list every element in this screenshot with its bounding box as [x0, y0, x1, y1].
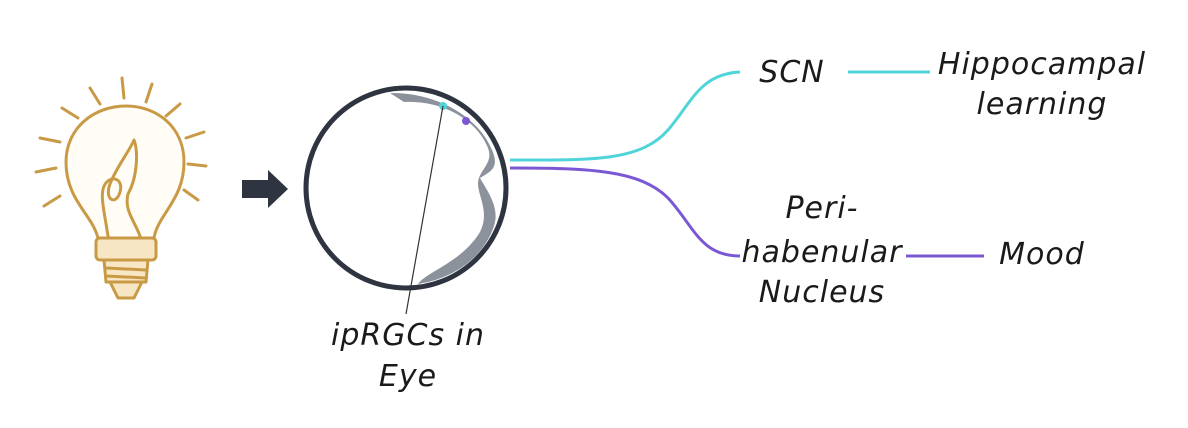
purple-pathway-to-phn [509, 166, 741, 258]
light-bulb-icon [34, 76, 208, 300]
bulb-filament [100, 138, 142, 238]
eye-outline [303, 85, 509, 291]
bulb-base [94, 236, 158, 300]
bulb-glass [64, 104, 186, 240]
arrow-right-icon [242, 170, 288, 208]
light-rays [34, 76, 208, 208]
mood-label: Mood [999, 237, 1085, 272]
scn-label: SCN [759, 55, 824, 90]
cyan-pathway-to-scn [509, 70, 741, 162]
hippocampal-label-line2: learning [977, 87, 1108, 122]
eye-label-pointer [405, 105, 444, 315]
purple-cell-dot [462, 117, 470, 125]
eye-label-line2: Eye [379, 359, 437, 394]
eye-diagram [303, 85, 509, 315]
hippocampal-label-line1: Hippocampal [938, 47, 1146, 82]
phn-label-line3: Nucleus [759, 275, 885, 310]
phn-label-line1: Peri- [785, 191, 858, 226]
eye-label-line1: ipRGCs in [331, 318, 485, 353]
phn-label-line2: habenular [742, 235, 904, 270]
